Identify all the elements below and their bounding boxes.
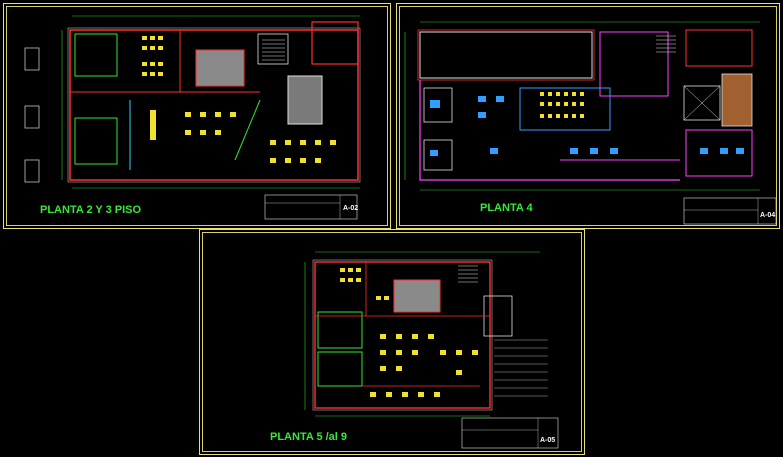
sheet-inner-frame	[6, 6, 388, 226]
sheet-inner-frame	[399, 6, 777, 226]
sheet-code: A-04	[760, 212, 776, 219]
sheet-title: PLANTA 2 Y 3 PISO	[40, 204, 142, 216]
sheet-title: PLANTA 4	[480, 202, 533, 214]
floor-plan-2	[404, 21, 777, 225]
floor-plan-3	[304, 251, 559, 449]
sheet-planta-2-3	[3, 3, 391, 229]
sheet-inner-frame	[202, 232, 582, 452]
sheet-planta-5-9	[199, 229, 585, 455]
floor-plan-1	[24, 15, 361, 220]
sheet-code: A-05	[540, 437, 556, 444]
sheet-code: A-02	[343, 205, 359, 212]
sheet-title: PLANTA 5 /al 9	[270, 431, 348, 443]
sheet-planta-4	[396, 3, 780, 229]
